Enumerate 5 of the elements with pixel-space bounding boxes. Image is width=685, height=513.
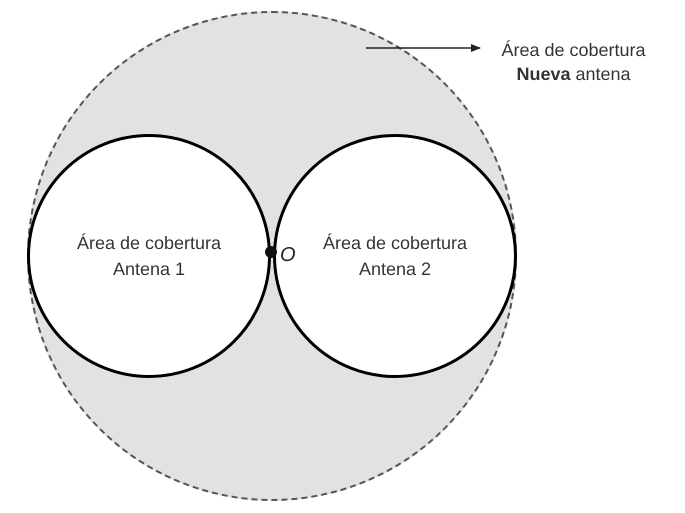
point-label: O xyxy=(280,244,296,266)
circle-label: Área de cobertura Antena 1 xyxy=(76,232,222,281)
coverage-label: Área de cobertura Nueva antena xyxy=(486,38,661,86)
circle-label: Área de cobertura Antena 2 xyxy=(322,232,468,281)
arrow xyxy=(366,44,481,52)
